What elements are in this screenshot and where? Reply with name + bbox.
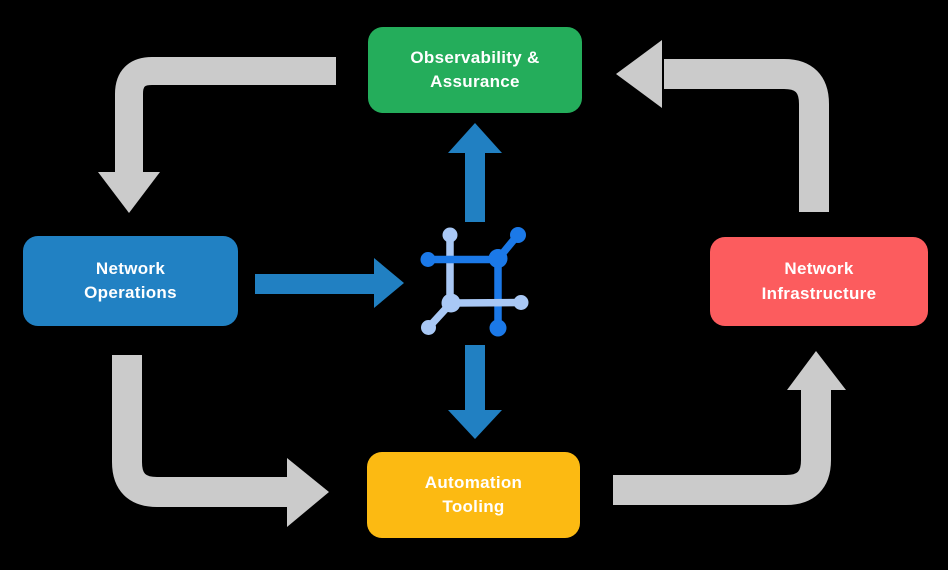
node-infrastructure-label: Network Infrastructure	[761, 259, 877, 303]
arrow-center-to-observability	[448, 123, 502, 222]
node-network-infrastructure: Network Infrastructure	[710, 237, 928, 326]
arrow-operations-to-automation	[112, 355, 329, 527]
network-nodes-icon	[420, 227, 529, 337]
arrow-center-to-automation	[448, 345, 502, 439]
node-network-operations: Network Operations	[23, 236, 238, 326]
node-automation-label: Automation Tooling	[424, 472, 523, 516]
node-observability-assurance: Observability & Assurance	[368, 27, 582, 113]
node-observability-label: Observability & Assurance	[410, 47, 540, 91]
arrow-observability-to-operations	[98, 57, 336, 213]
arrow-operations-to-center	[255, 258, 404, 308]
node-operations-label: Network Operations	[84, 258, 177, 302]
node-automation-tooling: Automation Tooling	[367, 452, 580, 538]
arrow-automation-to-infrastructure	[613, 351, 846, 505]
arrow-infrastructure-to-observability	[616, 40, 829, 212]
